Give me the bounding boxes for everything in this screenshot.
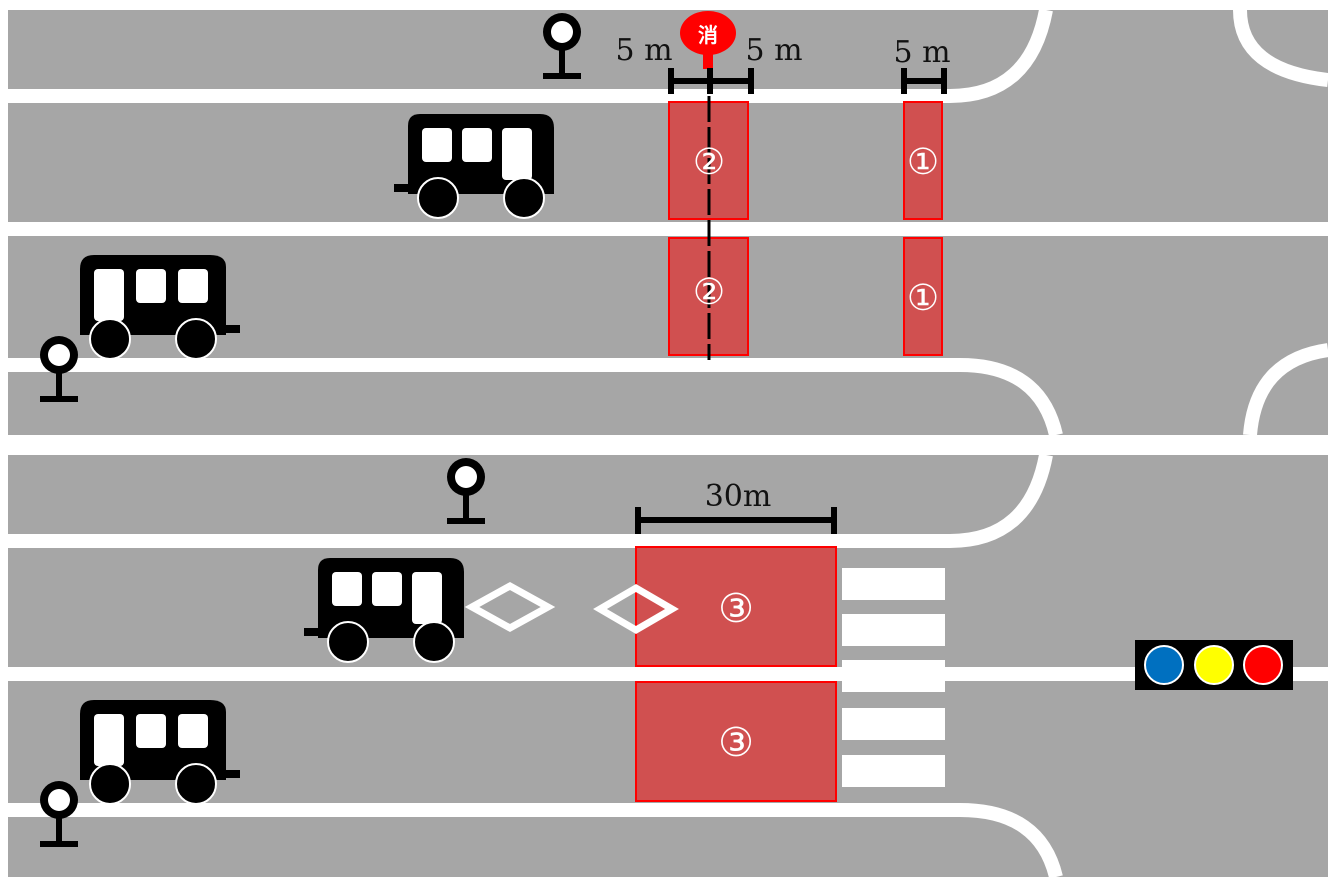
lane-line-bottom [8, 358, 1063, 437]
dimension-label-crosswalk: 30m [705, 479, 772, 514]
dimension-bracket-crosswalk [635, 507, 837, 534]
crosswalk-ahead-diamond-icon [464, 582, 556, 632]
crosswalk [842, 568, 945, 787]
zone-label: ③ [718, 586, 754, 632]
zone-label: ① [907, 278, 939, 319]
zone-label: ② [693, 272, 725, 313]
dimension-bracket-far [901, 68, 947, 94]
bottom-panel: ③ ③ 30m [8, 453, 1328, 877]
lane-line-top [8, 8, 1053, 103]
zone-label: ③ [718, 720, 754, 766]
traffic-light-icon [1135, 640, 1293, 690]
corner-curve-bottom-right [1243, 343, 1328, 436]
zone-far-lane2 [903, 237, 943, 356]
lane-line-top [8, 453, 1053, 548]
lane-line-bottom [8, 803, 1063, 877]
zone-far-lane1 [903, 101, 943, 220]
dimension-label-far: 5 m [893, 35, 950, 70]
dimension-label-left: 5 m [615, 33, 672, 68]
zone-label: ① [907, 142, 939, 183]
corner-curve-top-right [1233, 9, 1328, 87]
crosswalk-ahead-diamond-icon [593, 583, 679, 635]
dimension-label-right: 5 m [745, 33, 802, 68]
zone-crosswalk-lane2 [635, 681, 837, 802]
zone-label: ② [693, 142, 725, 183]
dimension-bracket-hydrant [668, 68, 754, 94]
fire-hydrant-icon: 消 [680, 11, 736, 69]
hydrant-label: 消 [698, 23, 718, 47]
top-panel: ② ② ① ① 消 5 m 5 m 5 m [8, 8, 1328, 437]
